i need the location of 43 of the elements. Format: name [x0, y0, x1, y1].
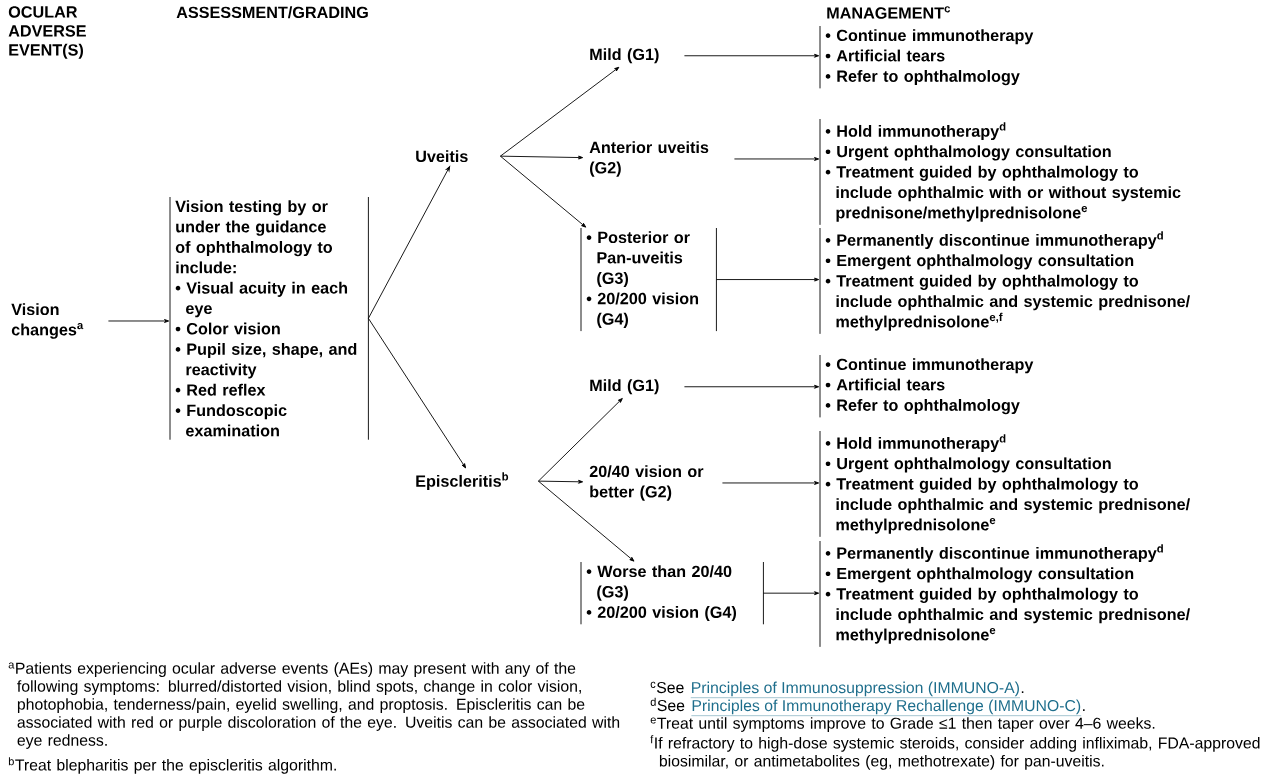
arrow — [367, 317, 467, 469]
arrow — [683, 53, 820, 58]
arrow — [367, 166, 451, 319]
footnote: $^{e}$Treat until symptoms improve to Grade ≤1 then taper over 4–6 weeks. — [650, 717, 1155, 732]
arrow — [733, 157, 820, 161]
management-box: • Hold immunotherapy$^{d}$ • Urgent ophthalmology consultation • Treatment guided by ophthalmology to include ophthalmic with or without systemic prednisone/methylprednisolone$^{e}$ — [819, 118, 1181, 226]
arrow — [762, 591, 820, 596]
footnote: $^{a}$Patients experiencing ocular adverse events (AEs) may present with any of the following symptoms: blurred/distorted vision, blind spots, change in color vision, photophobia, tenderness/pain, eyelid swelling, and proptosis. Episcleritis can be associated with red or purple discoloration of the eye. Uveitis can be associated with eye redness. — [8, 662, 620, 749]
grade-box: • Worse than 20/40 (G3) • 20/200 vision (G4) — [580, 561, 764, 625]
footnote: $^{d}$See — [650, 697, 685, 712]
event-text: Vision changes$^{a}$ — [11, 303, 84, 339]
management-box: • Permanently discontinue immunotherapy$^{d}$ • Emergent ophthalmology consultation • Treatment guided by ophthalmology to include ophthalmic and systemic prednisone/ methylprednisolone$^{e}$ — [819, 540, 1190, 648]
diagnosis-text: Uveitis — [416, 150, 468, 163]
grade-text: Mild (G1) — [590, 48, 659, 64]
arrow — [683, 384, 820, 389]
footnote-link: Principles of Immunotherapy Rechallenge (IMMUNO-C) — [691, 699, 1082, 716]
arrow — [499, 155, 587, 228]
footnote: . — [1083, 709, 1085, 711]
arrow — [537, 479, 584, 484]
footnote: $^{b}$Treat blepharitis per the episcleritis algorithm. — [8, 757, 336, 774]
grade-box: • Posterior or Pan-uveitis (G3) • 20/200 vision (G4) — [580, 227, 717, 332]
arrow — [499, 155, 584, 160]
arrow — [107, 319, 170, 323]
footnote: . — [1021, 691, 1024, 693]
management-box: • Continue immunotherapy • Artificial tears • Refer to ophthalmology — [819, 354, 1034, 418]
arrow — [499, 66, 620, 157]
grade-text: Mild (G1) — [590, 379, 659, 395]
diagnosis-text: Episcleritis$^{b}$ — [416, 472, 509, 491]
management-box: • Hold immunotherapy$^{d}$ • Urgent ophthalmology consultation • Treatment guided by ophthalmology to include ophthalmic and systemic prednisone/ methylprednisolone$^{e}$ — [819, 430, 1190, 538]
arrow — [721, 481, 820, 485]
footnote: $^{c}$See — [650, 681, 684, 694]
grade-text: 20/40 vision or better (G2) — [589, 465, 704, 501]
arrow — [715, 277, 820, 282]
grade-text: Anterior uveitis (G2) — [589, 141, 709, 177]
column-heading: OCULAR ADVERSE EVENT(S) — [8, 6, 86, 59]
footnote: $^{f}$If refractory to high-dose systemic steroids, consider adding infliximab, FDA-approved biosimilar, or antimetabolites (eg, methotrexate) for pan-uveitis. — [650, 735, 1260, 770]
footnote-link: Principles of Immunosuppression (IMMUNO-A) — [690, 681, 1021, 698]
arrow — [537, 398, 623, 482]
management-box: • Continue immunotherapy • Artificial tears • Refer to ophthalmology — [819, 25, 1034, 89]
arrow — [537, 480, 635, 562]
management-box: • Permanently discontinue immunotherapy$^{d}$ • Emergent ophthalmology consultation • Treatment guided by ophthalmology to include ophthalmic and systemic prednisone/ methylprednisolone$^{e,f}$ — [819, 227, 1190, 335]
assessment-box: Vision testing by or under the guidance of ophthalmology to include: • Visual acuity in each eye • Color vision • Pupil size, shape, and reactivity • Red reflex • Fundoscopic examination — [169, 196, 369, 441]
column-heading: ASSESSMENT/GRADING — [176, 6, 368, 19]
